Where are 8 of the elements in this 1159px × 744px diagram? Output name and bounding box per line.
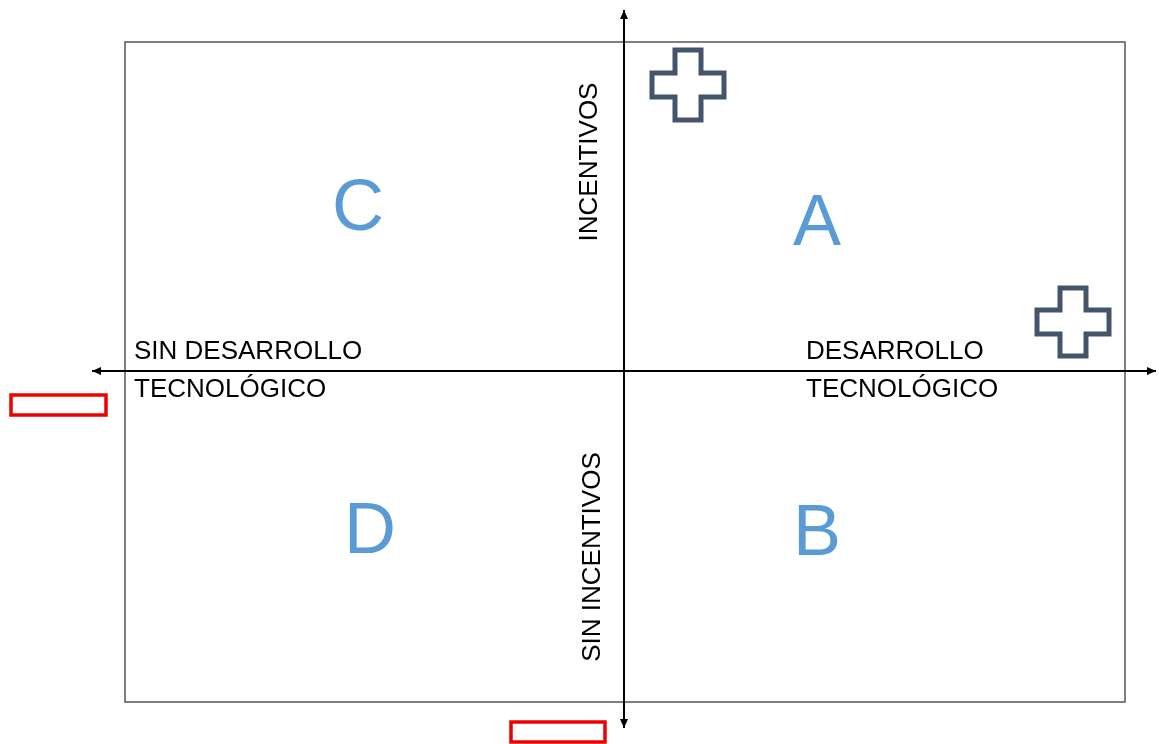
quadrant-letter: A <box>793 184 842 256</box>
axis-label: INCENTIVOS <box>574 82 601 242</box>
axis-label: SIN DESARROLLO TECNOLÓGICO <box>134 334 364 405</box>
axis-label: SIN INCENTIVOS <box>577 452 604 662</box>
quadrant-letter: D <box>344 492 396 564</box>
quadrant-letter: B <box>793 494 842 566</box>
axis-label: DESARROLLO TECNOLÓGICO <box>806 334 1000 405</box>
quadrant-letter: C <box>332 169 384 241</box>
